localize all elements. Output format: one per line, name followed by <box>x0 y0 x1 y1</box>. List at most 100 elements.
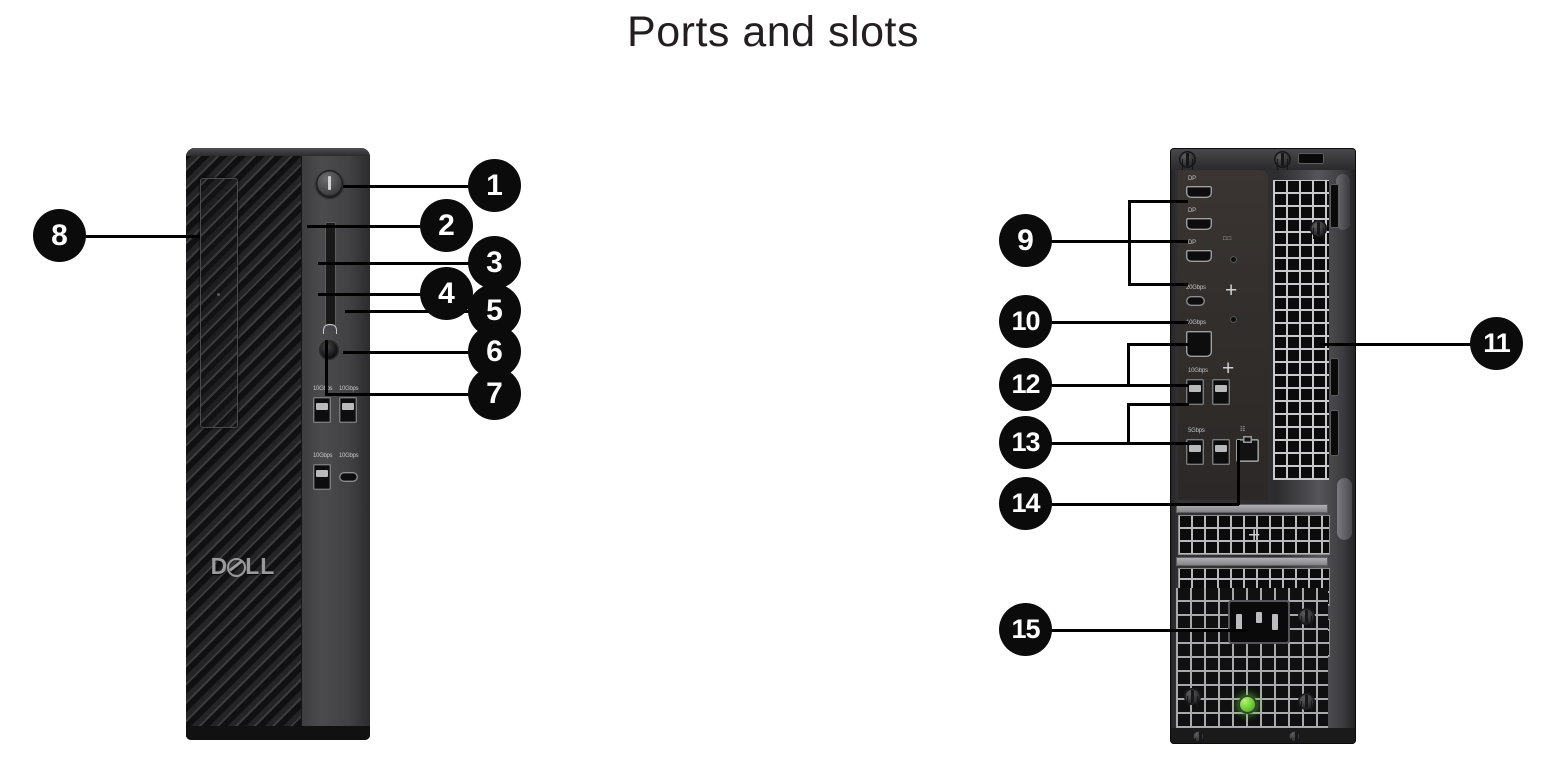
slot-rail-2 <box>1176 557 1328 566</box>
thumbscrew-top-mid[interactable] <box>1274 151 1291 168</box>
leader-line-12 <box>1051 384 1189 387</box>
io-shield-crosshair-bottom: + <box>1222 357 1235 380</box>
callout-12[interactable]: 12 <box>999 358 1052 411</box>
callout-10[interactable]: 10 <box>999 295 1052 348</box>
slot-rail-1 <box>1176 504 1328 513</box>
power-connector[interactable] <box>1228 600 1290 644</box>
leader-line-1 <box>343 185 470 188</box>
io-shield: DP DP DP 20Gbps 10Gbps 10Gbps 5Gbps ☷ □□ <box>1178 170 1268 500</box>
front-panel-seam <box>301 154 302 734</box>
callout-7[interactable]: 7 <box>468 367 521 420</box>
rear-side-grip <box>1337 478 1352 540</box>
dp-label-3: DP <box>1188 240 1196 246</box>
usb-c-label-rear: 20Gbps <box>1186 285 1206 291</box>
rear-lock-slot-lower[interactable] <box>1330 358 1339 396</box>
dp-label-2: DP <box>1188 208 1196 214</box>
callout-2[interactable]: 2 <box>420 199 473 252</box>
rear-base <box>1170 728 1356 744</box>
usb-a-rear-low-right[interactable] <box>1212 439 1230 465</box>
callout-9[interactable]: 9 <box>999 214 1052 267</box>
leader-bracket-13-top <box>1127 403 1189 406</box>
psu-thumbscrew-top[interactable] <box>1298 608 1315 625</box>
rear-lock-slot-lowest[interactable] <box>1330 410 1339 456</box>
usb-a-rear-mid-right[interactable] <box>1212 379 1230 405</box>
callout-13[interactable]: 13 <box>999 416 1052 469</box>
callout-11[interactable]: 11 <box>1470 317 1523 370</box>
leader-line-9 <box>1051 240 1188 243</box>
leader-line-14 <box>1051 503 1239 506</box>
leader-bracket-9-vertical <box>1128 200 1131 286</box>
thumbscrew-right[interactable] <box>1310 220 1327 237</box>
dp-label-4: 10Gbps <box>1186 320 1206 326</box>
usb-label-lower-left: 10Gbps <box>313 453 333 459</box>
leader-bracket-9-bottom <box>1128 283 1188 286</box>
displayport-3[interactable] <box>1186 250 1212 262</box>
rear-lock-slot[interactable] <box>1330 184 1339 228</box>
leader-line-14-vertical <box>1237 440 1240 505</box>
usb-a-rear-mid-left[interactable] <box>1186 379 1204 405</box>
leader-bracket-9-top <box>1128 200 1188 203</box>
usb-c-port[interactable] <box>339 472 358 482</box>
expansion-slot-1[interactable] <box>1178 515 1330 555</box>
usb-label-mid: 10Gbps <box>1188 368 1208 374</box>
usb-label-lower-right: 10Gbps <box>339 453 359 459</box>
usb-label-upper-right: 10Gbps <box>339 386 359 392</box>
leader-line-5 <box>345 310 470 313</box>
dp-label-1: DP <box>1188 176 1196 182</box>
power-button[interactable] <box>316 170 343 197</box>
front-vent-panel[interactable] <box>200 178 238 428</box>
leader-bracket-12-top <box>1127 343 1189 346</box>
io-shield-crosshair-top: + <box>1225 279 1238 302</box>
leader-line-7-vertical <box>325 340 328 395</box>
rear-corner-handle <box>1336 174 1350 230</box>
io-shield-marking: □□ <box>1223 236 1233 242</box>
leader-line-4 <box>318 293 425 296</box>
io-shield-dot-bottom <box>1230 316 1237 323</box>
rear-view: DP DP DP 20Gbps 10Gbps 10Gbps 5Gbps ☷ □□ <box>1170 148 1356 744</box>
usb-label-low: 5Gbps <box>1188 428 1205 434</box>
sd-card-slot[interactable] <box>325 222 336 326</box>
kensington-lock-slot[interactable] <box>1298 153 1324 164</box>
leader-line-13 <box>1051 442 1189 445</box>
psu-thumbscrew-left[interactable] <box>1184 688 1201 705</box>
io-shield-dot-top <box>1230 256 1237 263</box>
headset-jack[interactable] <box>319 340 339 360</box>
network-port[interactable] <box>1236 436 1259 462</box>
leader-line-7 <box>325 393 470 396</box>
callout-4[interactable]: 4 <box>420 267 473 320</box>
usb-a-port-left[interactable] <box>313 397 331 423</box>
callout-8[interactable]: 8 <box>33 209 86 262</box>
usb-c-port-rear[interactable] <box>1186 296 1205 306</box>
rear-outline <box>1170 148 1356 744</box>
power-supply-panel <box>1176 588 1328 728</box>
rear-chassis-body: DP DP DP 20Gbps 10Gbps 10Gbps 5Gbps ☷ □□ <box>1170 148 1356 744</box>
usb-label-upper-left: 10Gbps <box>313 386 333 392</box>
displayport-1[interactable] <box>1186 186 1212 198</box>
front-base <box>186 726 370 740</box>
callout-3[interactable]: 3 <box>468 236 521 289</box>
thumbscrew-top-left[interactable] <box>1179 151 1196 168</box>
displayport-4[interactable] <box>1186 331 1212 357</box>
leader-bracket-12-vertical <box>1127 343 1130 386</box>
leader-line-8 <box>86 235 200 238</box>
leader-bracket-13-vertical <box>1127 403 1130 444</box>
front-io-column: 10Gbps 10Gbps 10Gbps 10Gbps <box>301 148 370 740</box>
callout-15[interactable]: 15 <box>999 603 1052 656</box>
leader-line-6 <box>343 351 470 354</box>
displayport-2[interactable] <box>1186 218 1212 230</box>
foot-screw-left <box>1192 730 1205 744</box>
leader-line-3 <box>318 262 470 265</box>
callout-14[interactable]: 14 <box>999 477 1052 530</box>
page-title: Ports and slots <box>627 8 919 56</box>
usb-a-rear-low-left[interactable] <box>1186 439 1204 465</box>
usb-a-port-lower[interactable] <box>313 464 331 490</box>
psu-thumbscrew-bottom[interactable] <box>1298 693 1315 710</box>
front-top-edge <box>186 148 370 156</box>
usb-a-port-right[interactable] <box>339 397 357 423</box>
callout-1[interactable]: 1 <box>468 159 521 212</box>
